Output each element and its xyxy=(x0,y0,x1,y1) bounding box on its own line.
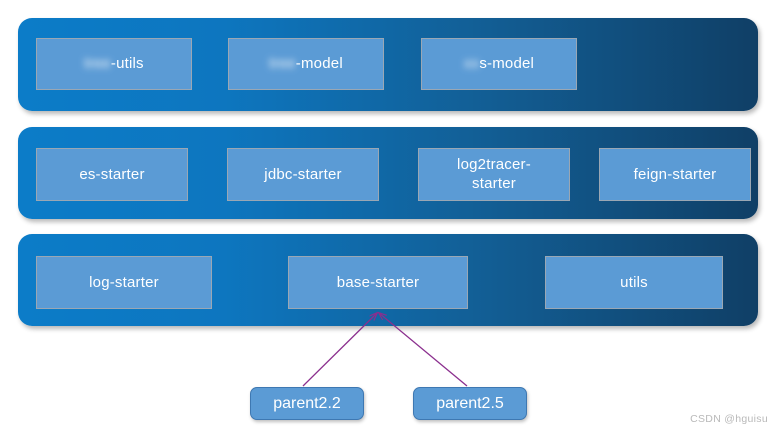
parent-box-parent2-5[interactable]: parent2.5 xyxy=(413,387,527,420)
module-label-line1: log2tracer- xyxy=(457,155,531,173)
redacted-prefix: xx xyxy=(463,55,480,73)
module-feign-starter[interactable]: feign-starter xyxy=(599,148,751,201)
module-es-starter[interactable]: es-starter xyxy=(36,148,188,201)
redacted-prefix: tree xyxy=(269,55,296,73)
parent-box-parent2-2[interactable]: parent2.2 xyxy=(250,387,364,420)
module-label-line2: starter xyxy=(472,174,516,192)
redacted-prefix: tree xyxy=(84,55,111,73)
module-label: tree-model xyxy=(269,55,343,73)
module-utils[interactable]: utils xyxy=(545,256,723,309)
module-label: tree-utils xyxy=(84,55,144,73)
module-xxs-model[interactable]: xxs-model xyxy=(421,38,577,90)
watermark: CSDN @hguisu xyxy=(690,413,768,425)
module-base-starter[interactable]: base-starter xyxy=(288,256,468,309)
module-log-starter[interactable]: log-starter xyxy=(36,256,212,309)
module-label: xxs-model xyxy=(463,55,535,73)
module-jdbc-starter[interactable]: jdbc-starter xyxy=(227,148,379,201)
module-tree-utils[interactable]: tree-utils xyxy=(36,38,192,90)
module-tree-model[interactable]: tree-model xyxy=(228,38,384,90)
module-log2tracer-starter[interactable]: log2tracer- starter xyxy=(418,148,570,201)
